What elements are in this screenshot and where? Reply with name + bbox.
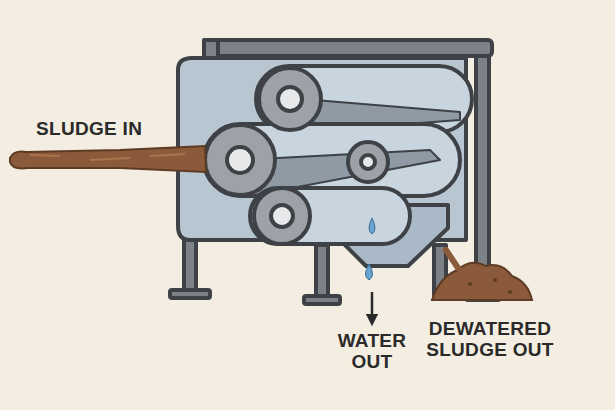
dewatered-pile [432, 250, 532, 300]
sludge-flow [10, 146, 206, 172]
rollers [205, 68, 388, 244]
flow-label: SLUDGE IN [36, 118, 142, 139]
water-out-arrow [371, 292, 374, 320]
flow-label: DEWATERED SLUDGE OUT [415, 318, 565, 361]
flow-label: WATER OUT [338, 330, 407, 373]
water-drops [366, 218, 376, 280]
frame [170, 40, 500, 304]
belts [204, 66, 472, 244]
